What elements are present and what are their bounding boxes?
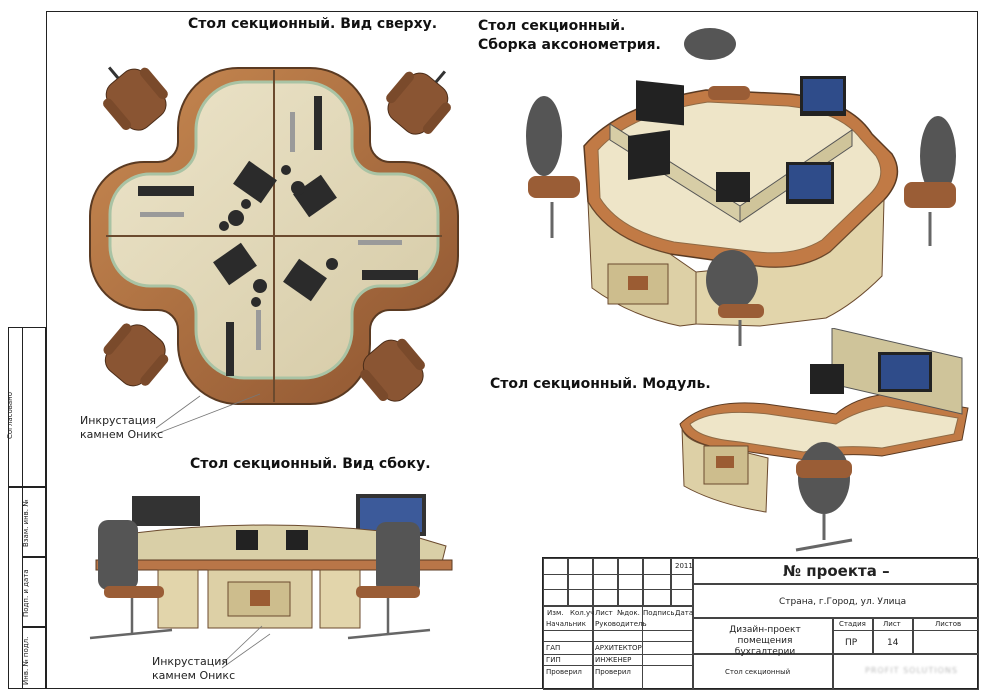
role-gap: ГАП xyxy=(546,644,561,652)
title-top-view: Стол секционный. Вид сверху. xyxy=(188,16,438,32)
title-module: Стол секционный. Модуль. xyxy=(490,376,711,392)
year-text: 2011 xyxy=(675,562,693,570)
inv-replace-label: Взам. инв. № xyxy=(22,499,30,547)
name-checked: Проверил xyxy=(595,668,631,676)
title-block: 2011 Изм. Кол.уч Лист №док. Подпись Дата… xyxy=(542,557,979,690)
sign-date-label: Подп. и дата xyxy=(22,569,30,617)
stage-label: Стадия xyxy=(839,620,866,628)
name-head: Руководитель xyxy=(595,620,647,628)
chair-bottom-left xyxy=(103,323,169,387)
header-izm: Изм. xyxy=(547,609,564,617)
onyx-note-side: Инкрустация камнем Оникс xyxy=(152,655,236,682)
sheet-value: 14 xyxy=(887,638,899,648)
sheets-label: Листов xyxy=(935,620,962,628)
sheet-label: Лист xyxy=(883,620,901,628)
header-list: Лист xyxy=(595,609,613,617)
company-name: PROFIT SOLUTIONS xyxy=(865,666,958,675)
stage-value: ПР xyxy=(845,638,858,648)
address-text: Страна, г.Город, ул. Улица xyxy=(779,597,907,607)
title-assembly: Стол секционный. Сборка аксонометрия. xyxy=(478,18,661,53)
name-gap: АРХИТЕКТОР xyxy=(595,644,642,652)
drawing-name: Стол секционный xyxy=(725,668,791,676)
header-doc: №док. xyxy=(617,609,640,617)
chair-top-right xyxy=(386,70,451,135)
agreed-label: Согласовано xyxy=(6,391,14,439)
role-gip: ГИП xyxy=(546,656,561,664)
side-view-render xyxy=(89,494,453,640)
assembly-render xyxy=(526,28,956,346)
drawing-frame xyxy=(46,11,978,689)
leader-lines-top xyxy=(155,393,261,435)
side-approval-strip: Согласовано Взам. инв. № Подп. и дата Ин… xyxy=(6,327,46,689)
module-render xyxy=(679,328,969,552)
chair-bottom-right xyxy=(360,338,425,402)
role-checked: Проверил xyxy=(546,668,582,676)
header-date: Дата xyxy=(675,609,694,617)
onyx-note-top: Инкрустация камнем Оникс xyxy=(80,414,164,441)
name-gip: ИНЖЕНЕР xyxy=(595,656,632,664)
project-number: № проекта – xyxy=(783,562,890,580)
role-head: Начальник xyxy=(546,620,586,628)
title-side-view: Стол секционный. Вид сбоку. xyxy=(190,456,431,472)
top-view-render xyxy=(89,67,459,405)
header-sign: Подпись xyxy=(643,609,675,617)
inv-orig-label: Инв. № подл. xyxy=(22,636,30,685)
header-kol: Кол.уч xyxy=(570,609,595,617)
chair-top-left xyxy=(103,66,168,131)
project-title: Дизайн-проект помещения бухгалтерии xyxy=(729,625,801,657)
leader-lines-side xyxy=(221,625,271,669)
